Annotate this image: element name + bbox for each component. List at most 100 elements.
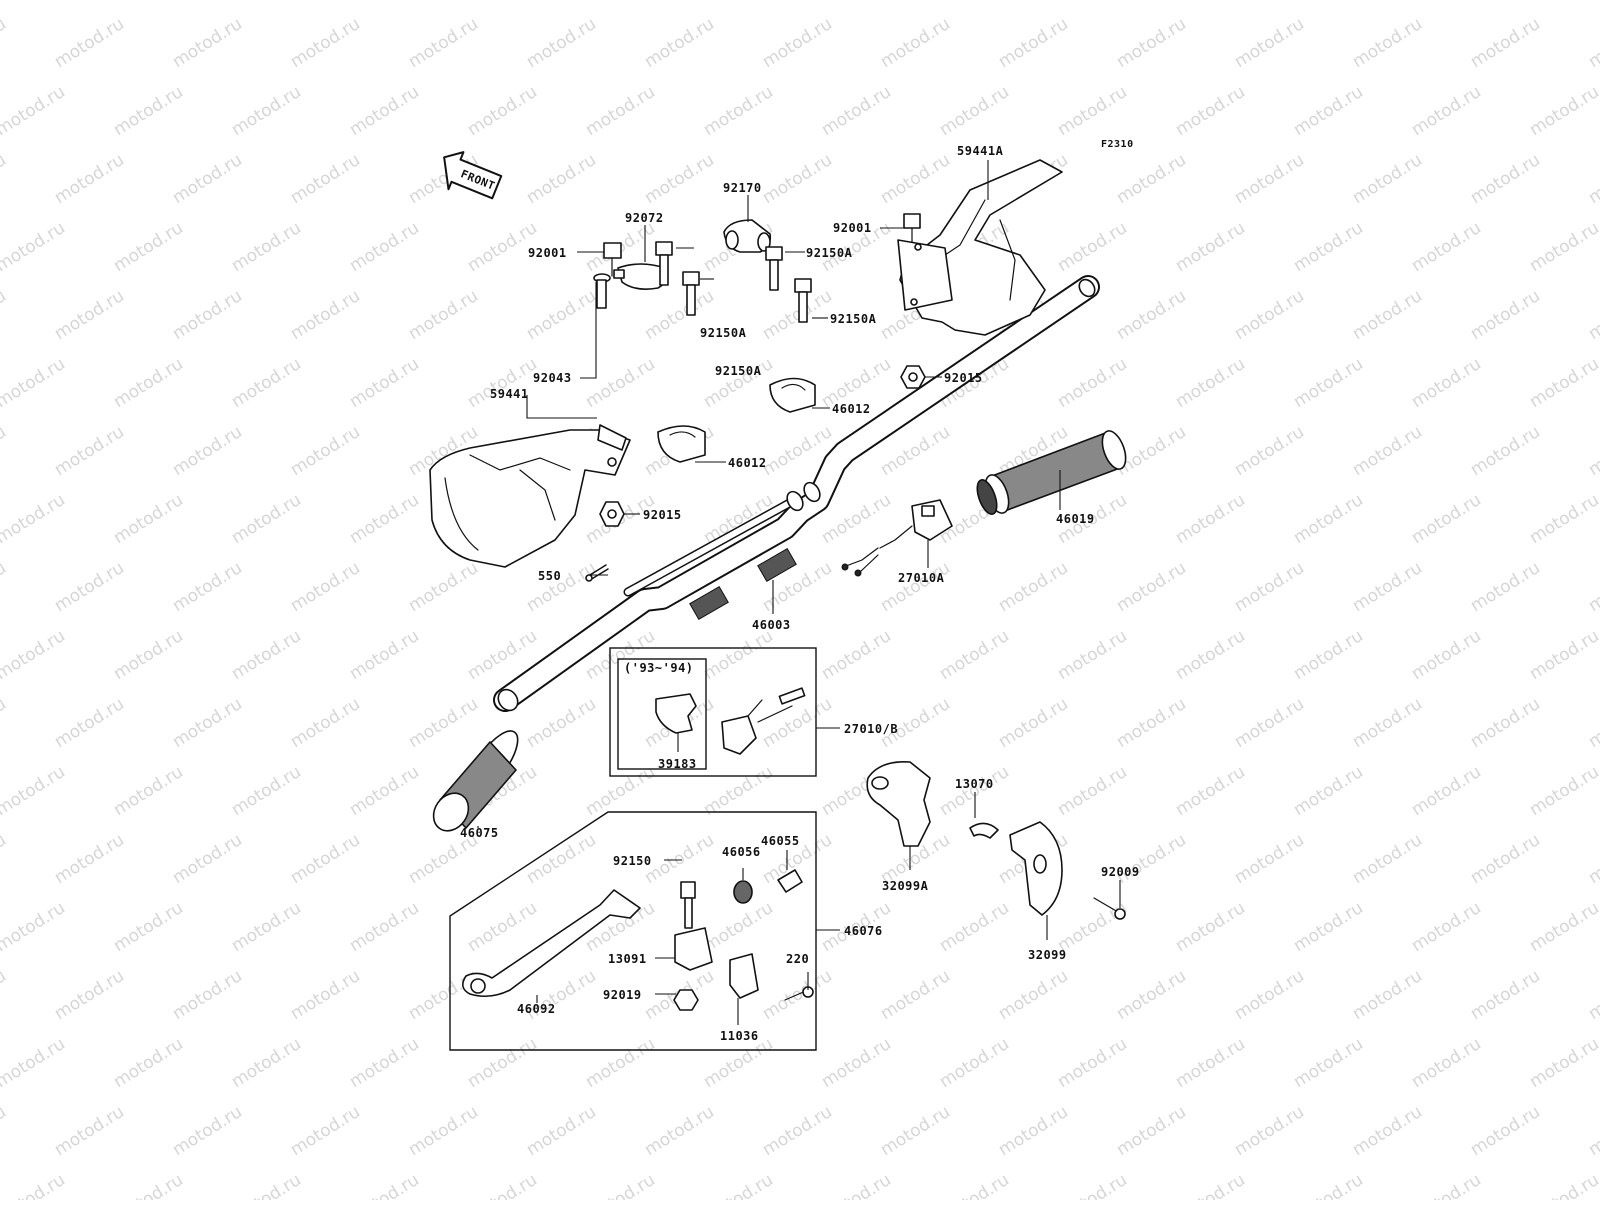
watermark-text: motod.ru (1467, 694, 1544, 752)
watermark-text: motod.ru (51, 830, 128, 888)
watermark-text: motod.ru (995, 966, 1072, 1024)
watermark-text: motod.ru (1054, 354, 1131, 412)
callout-92150A-2: 92150A (830, 312, 877, 326)
watermark-text: motod.ru (523, 694, 600, 752)
watermark-text: motod.ru (346, 218, 423, 276)
watermark-text: motod.ru (1054, 82, 1131, 140)
callout-92150A-3: 92150A (700, 326, 747, 340)
watermark-text: motod.ru (1290, 626, 1367, 684)
handguard-59441A (897, 159, 1063, 336)
watermark-text: motod.ru (51, 286, 128, 344)
watermark-text: motod.ru (1408, 0, 1485, 4)
watermark-text: motod.ru (1172, 898, 1249, 956)
handguard-59441 (429, 424, 631, 568)
watermark-text: motod.ru (287, 558, 364, 616)
watermark-text: motod.ru (1526, 0, 1600, 4)
watermark-text: motod.ru (51, 558, 128, 616)
watermark-text: motod.ru (1054, 1170, 1131, 1200)
watermark-text: motod.ru (1349, 694, 1426, 752)
watermark-text: motod.ru (110, 354, 187, 412)
watermark-text: motod.ru (287, 966, 364, 1024)
callout-46076: 46076 (844, 924, 883, 938)
watermark-text: motod.ru (759, 1102, 836, 1160)
watermark-text: motod.ru (1585, 1102, 1600, 1160)
watermark-text: motod.ru (1172, 82, 1249, 140)
watermark-text: motod.ru (1054, 218, 1131, 276)
watermark-text: motod.ru (228, 626, 305, 684)
watermark-text: motod.ru (641, 830, 718, 888)
watermark-text: motod.ru (0, 218, 69, 276)
watermark-text: motod.ru (1585, 150, 1600, 208)
watermark-text: motod.ru (523, 1102, 600, 1160)
watermark-text: motod.ru (287, 150, 364, 208)
watermark-text: motod.ru (110, 218, 187, 276)
watermark-text: motod.ru (995, 694, 1072, 752)
grip-46075 (432, 730, 519, 832)
watermark-text: motod.ru (1585, 558, 1600, 616)
leader-lines (477, 160, 1121, 1025)
watermark-text: motod.ru (1113, 1102, 1190, 1160)
callout-92170: 92170 (723, 181, 762, 195)
watermark-text: motod.ru (110, 762, 187, 820)
watermark-text: motod.ru (228, 354, 305, 412)
callout-92043: 92043 (533, 371, 572, 385)
bolt-92001-left (603, 242, 622, 277)
watermark-text: motod.ru (759, 694, 836, 752)
watermark-text: motod.ru (1231, 694, 1308, 752)
watermark-text: motod.ru (1290, 898, 1367, 956)
watermark-text: motod.ru (1054, 1034, 1131, 1092)
watermark-text: motod.ru (1349, 422, 1426, 480)
nut-92015-left (599, 501, 625, 527)
watermark-text: motod.ru (1585, 14, 1600, 72)
watermark-text: motod.ru (700, 1170, 777, 1200)
callout-92150A-1: 92150A (806, 246, 853, 260)
watermark-text: motod.ru (1408, 762, 1485, 820)
watermark-text: motod.ru (110, 1170, 187, 1200)
watermark-text: motod.ru (169, 1102, 246, 1160)
watermark-text: motod.ru (1172, 0, 1249, 4)
watermark-text: motod.ru (1526, 626, 1600, 684)
watermark-text: motod.ru (169, 422, 246, 480)
callout-59441: 59441 (490, 387, 529, 401)
watermark-text: motod.ru (0, 1102, 10, 1160)
watermark-text: motod.ru (0, 82, 69, 140)
watermark-text: motod.ru (346, 354, 423, 412)
callout-46092: 46092 (517, 1002, 556, 1016)
watermark-text: motod.ru (0, 762, 69, 820)
callout-46012-lower: 46012 (728, 456, 767, 470)
watermark-text: motod.ru (169, 830, 246, 888)
callout-220: 220 (786, 952, 809, 966)
watermark-text: motod.ru (464, 82, 541, 140)
watermark-text: motod.ru (0, 830, 10, 888)
watermark-text: motod.ru (1231, 558, 1308, 616)
watermark-text: motod.ru (464, 898, 541, 956)
watermark-text: motod.ru (582, 0, 659, 4)
watermark-text: motod.ru (0, 422, 10, 480)
watermark-text: motod.ru (1526, 1170, 1600, 1200)
watermark-text: motod.ru (110, 82, 187, 140)
watermark-text: motod.ru (346, 762, 423, 820)
watermark-text: motod.ru (51, 150, 128, 208)
watermark-text: motod.ru (1467, 422, 1544, 480)
watermark-text: motod.ru (1290, 82, 1367, 140)
watermark-text: motod.ru (1290, 1170, 1367, 1200)
watermark-text: motod.ru (0, 1170, 69, 1200)
watermark-text: motod.ru (287, 422, 364, 480)
figure-code: F2310 (1101, 139, 1134, 150)
watermark-text: motod.ru (1408, 1170, 1485, 1200)
watermark-text: motod.ru (287, 1102, 364, 1160)
watermark-text: motod.ru (287, 286, 364, 344)
watermark-text: motod.ru (1349, 1102, 1426, 1160)
watermark-text: motod.ru (1113, 558, 1190, 616)
clamp-92170 (723, 219, 772, 253)
watermark-text: motod.ru (1290, 762, 1367, 820)
watermark-text: motod.ru (464, 1170, 541, 1200)
watermark-text: motod.ru (936, 82, 1013, 140)
watermark-text: motod.ru (1113, 966, 1190, 1024)
watermark-text: motod.ru (936, 1170, 1013, 1200)
watermark-text: motod.ru (110, 898, 187, 956)
callout-11036: 11036 (720, 1029, 759, 1043)
watermark-text: motod.ru (1408, 82, 1485, 140)
watermark-text: motod.ru (169, 694, 246, 752)
